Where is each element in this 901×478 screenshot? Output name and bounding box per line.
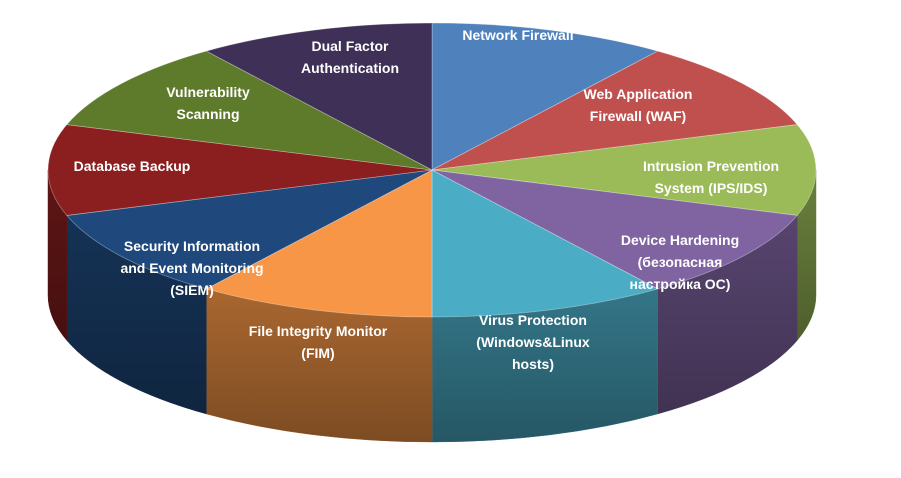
pie-sides <box>47 169 817 443</box>
pie-slice-6 <box>66 169 433 290</box>
pie-slices <box>47 22 817 318</box>
pie-slice-7 <box>47 124 433 216</box>
slice-label-line: Intrusion Prevention <box>643 158 779 174</box>
slice-label-line: Firewall (WAF) <box>590 108 686 124</box>
pie-slice-0 <box>431 22 659 171</box>
slice-label-line: (FIM) <box>301 345 334 361</box>
pie-slice-2 <box>431 124 817 216</box>
slice-label-line: hosts) <box>512 356 554 372</box>
slice-label-line: Security Information <box>124 238 260 254</box>
pie-slice-9 <box>205 22 433 171</box>
pie-slice-1 <box>431 50 798 171</box>
slice-label-5: File Integrity Monitor (FIM) <box>249 323 388 361</box>
slice-label-line: Scanning <box>176 106 239 122</box>
pie-slice-3 <box>431 169 798 290</box>
pie-side-shade-6 <box>66 215 207 414</box>
slice-label-line: Device Hardening <box>621 232 739 248</box>
slice-label-line: Dual Factor <box>311 38 389 54</box>
slice-label-line: настройка ОС) <box>630 276 731 292</box>
slice-label-line: System (IPS/IDS) <box>655 180 768 196</box>
pie-side-shade-5 <box>206 288 432 442</box>
slice-label-4: Virus Protection (Windows&Linux hosts) <box>476 312 590 372</box>
pie-slice-4 <box>431 169 659 318</box>
slice-label-line: Virus Protection <box>479 312 587 328</box>
slice-label-line: Web Application <box>584 86 693 102</box>
slice-label-line: (Windows&Linux <box>476 334 590 350</box>
slice-label-3: Device Hardening (безопасная настройка ОС) <box>621 232 739 292</box>
slice-label-line: and Event Monitoring <box>120 260 263 276</box>
slice-label-line: Authentication <box>301 60 399 76</box>
slice-label-7: Database Backup <box>74 158 191 174</box>
slice-label-0: Network Firewall <box>462 27 573 43</box>
slice-label-6: Security Information and Event Monitoring… <box>120 238 263 298</box>
pie-side-shade-3 <box>657 215 798 414</box>
pie-side-shade-2 <box>797 170 816 341</box>
pie-side-shade-7 <box>48 170 67 341</box>
slice-label-line: File Integrity Monitor <box>249 323 388 339</box>
pie-slice-5 <box>205 169 433 318</box>
pie-side-shade-4 <box>432 288 658 442</box>
slice-label-line: (безопасная <box>638 254 723 270</box>
slice-label-line: Database Backup <box>74 158 191 174</box>
slice-label-line: Vulnerability <box>166 84 250 100</box>
pie-slice-8 <box>66 50 433 171</box>
slice-label-line: (SIEM) <box>170 282 214 298</box>
slice-label-line: Network Firewall <box>462 27 573 43</box>
